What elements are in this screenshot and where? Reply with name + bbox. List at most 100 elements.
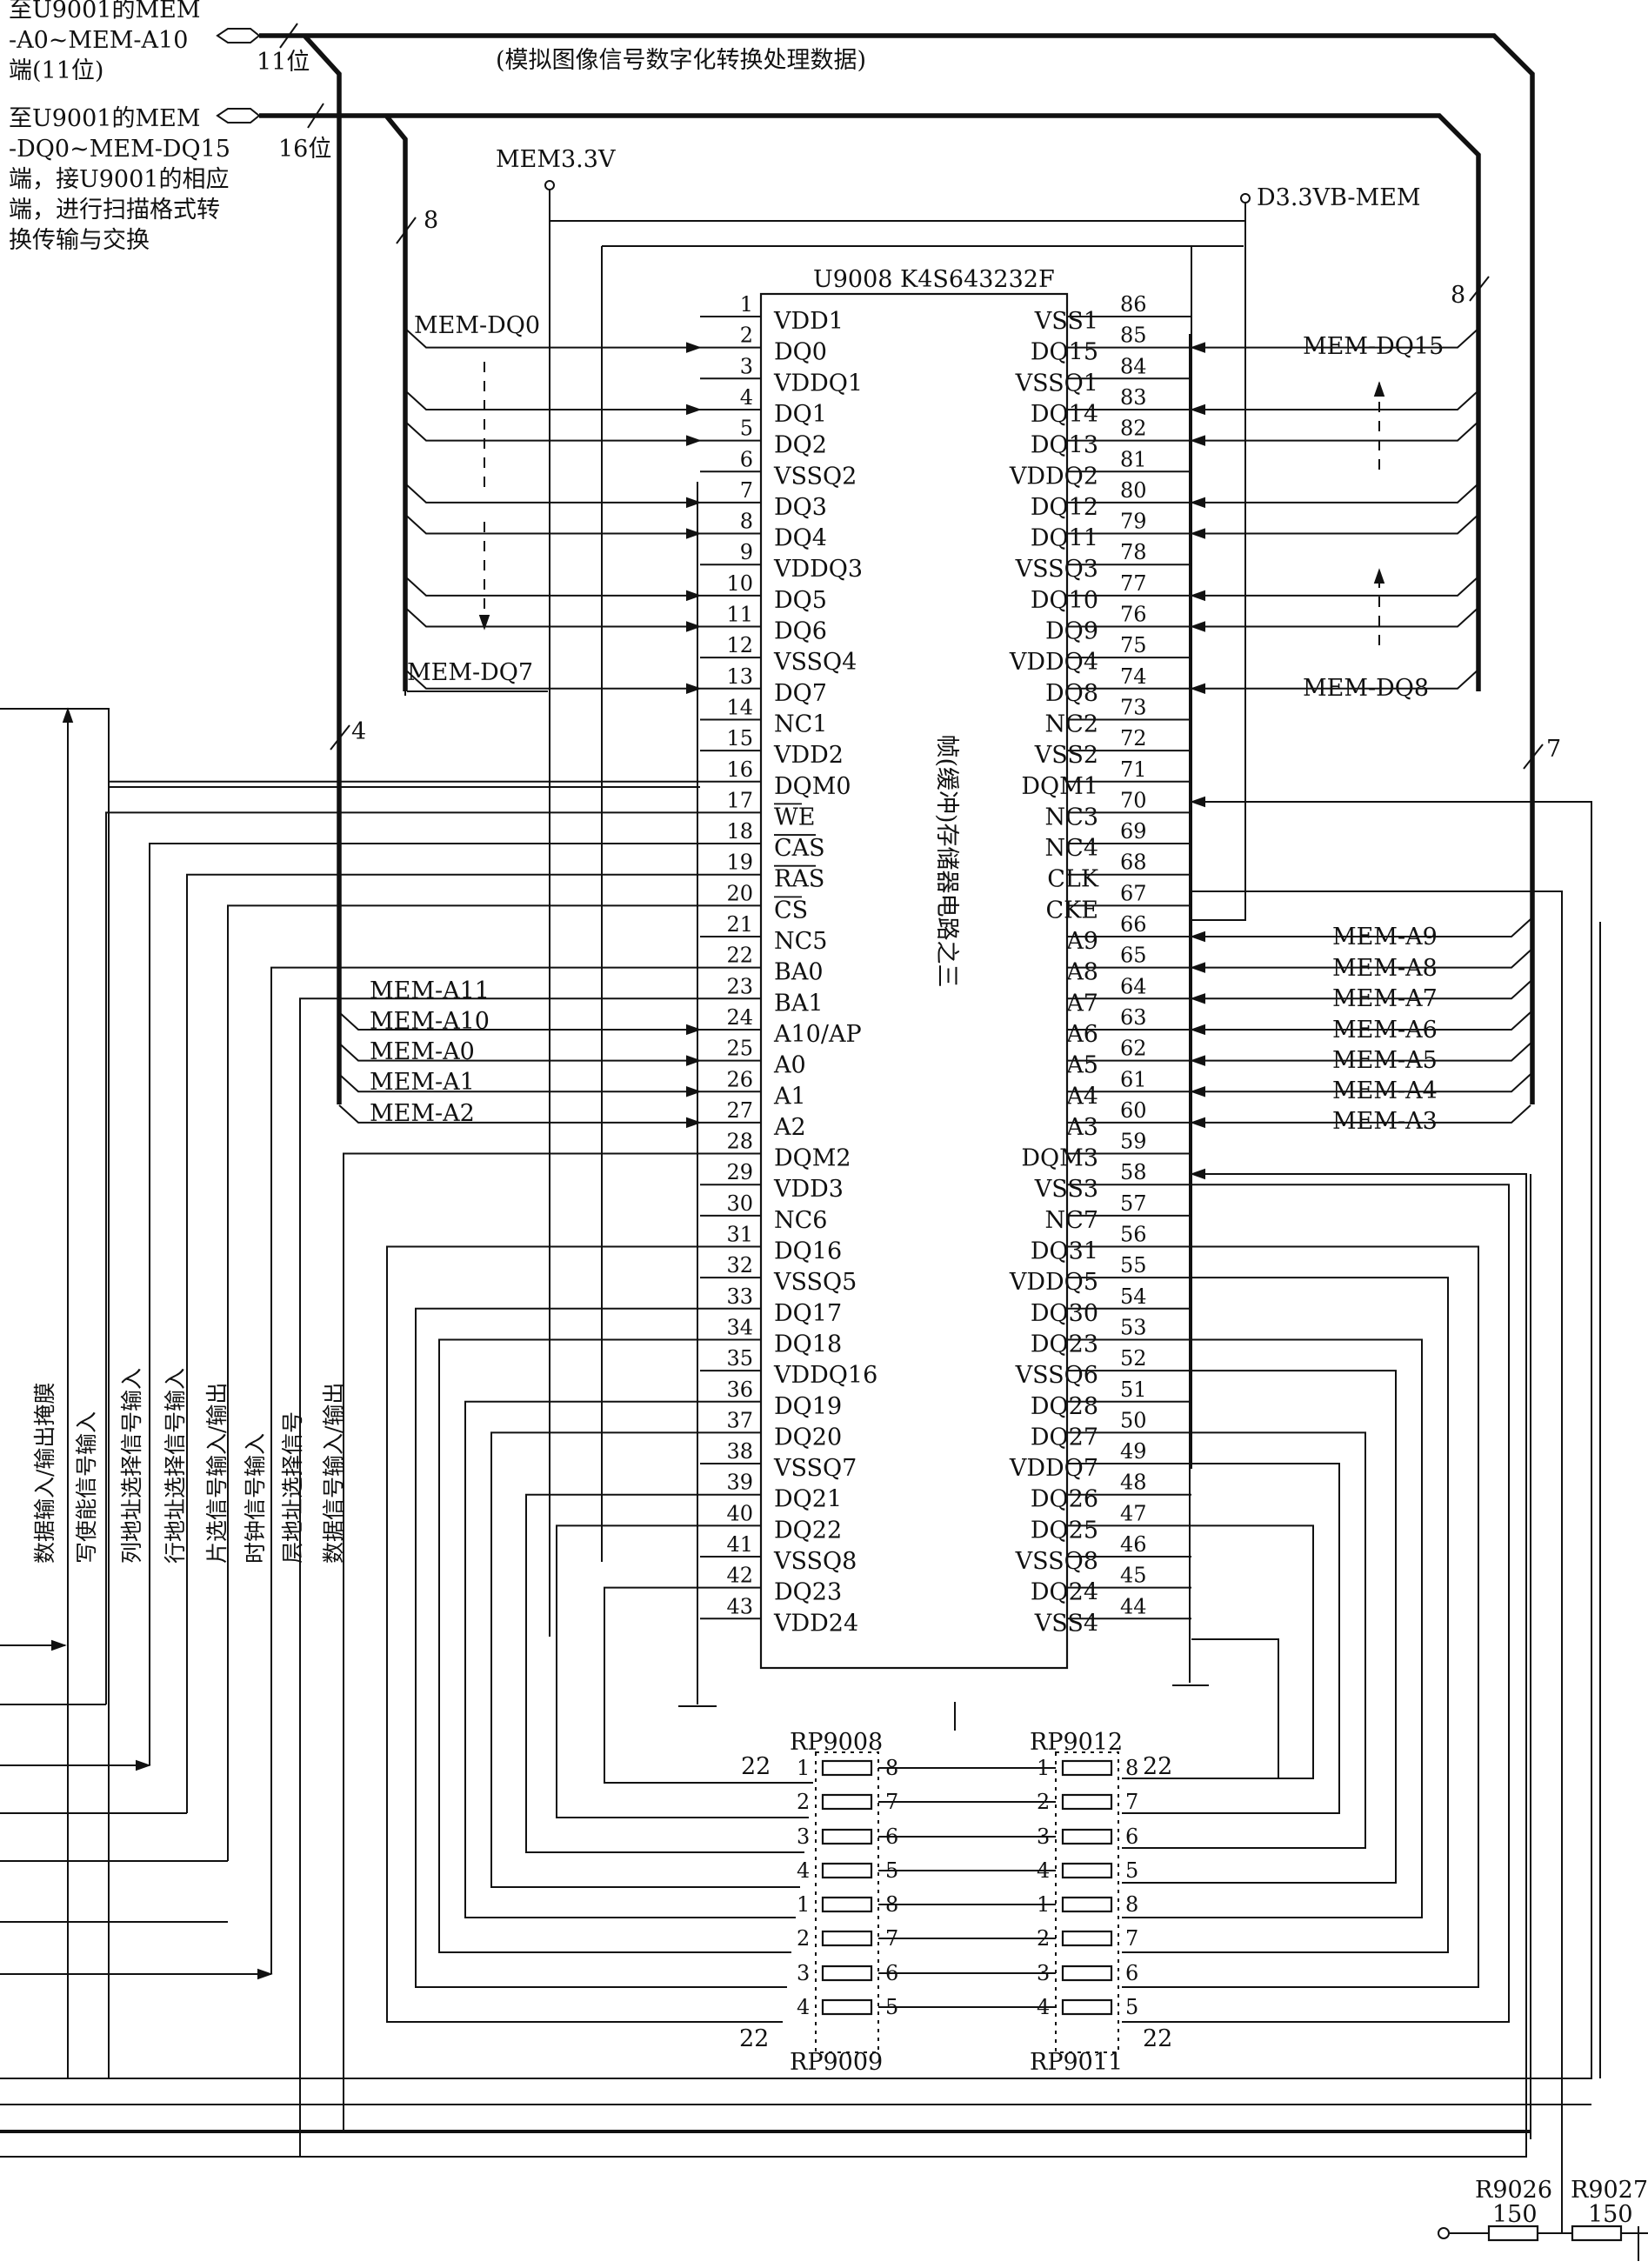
pin-number-41: 41 <box>726 1532 753 1557</box>
rp-right-resistor-2 <box>1061 1828 1113 1845</box>
dqm1-return-line <box>0 796 1592 2079</box>
pin-number-38: 38 <box>726 1439 753 1464</box>
pin-name-dq11: DQ11 <box>1031 525 1098 552</box>
rp-right-pin-r-0: 8 <box>1125 1756 1138 1780</box>
signal-ras-title: 行地址选择信号输入 <box>163 1368 188 1564</box>
pin-number-7: 7 <box>740 478 753 503</box>
route-left-33 <box>438 1338 791 1953</box>
pin-name-vssq2: VSSQ2 <box>773 463 857 490</box>
pin-name-dq20: DQ20 <box>774 1424 842 1451</box>
pin-number-86: 86 <box>1120 292 1147 317</box>
bus-count-7: 7 <box>1546 736 1561 763</box>
pin-number-30: 30 <box>726 1191 753 1216</box>
rp-right-resistor-0 <box>1061 1759 1113 1777</box>
pin-number-77: 77 <box>1120 571 1147 596</box>
mem-dq0-label: MEM-DQ0 <box>414 312 540 339</box>
left-dq-line-6 <box>406 484 702 509</box>
pin-name-a1: A1 <box>773 1083 806 1110</box>
route-right-44 <box>1122 1638 1279 1779</box>
pin-name-vssq3: VSSQ3 <box>1015 556 1098 583</box>
pin-name-dq26: DQ26 <box>1031 1486 1098 1513</box>
r9027-value: 150 <box>1588 2201 1633 2228</box>
pin-name-vss1: VSS1 <box>1034 308 1098 335</box>
signal-column-titles: 数据输入/输出掩膜 写使能信号输入 列地址选择信号输入 行地址选择信号输入 片选… <box>32 1368 346 1564</box>
rp-left-resistor-5 <box>821 1930 873 1947</box>
rp9008-label: RP9008 <box>790 1729 883 1756</box>
mem-dq7-label: MEM-DQ7 <box>407 659 533 686</box>
mem-a10-label: MEM-A10 <box>370 1008 490 1035</box>
rp-right-pin-r-4: 8 <box>1125 1892 1138 1917</box>
route-left-39 <box>556 1524 809 1818</box>
pin-number-85: 85 <box>1120 324 1147 348</box>
mem-supply-label: MEM3.3V <box>496 146 616 173</box>
rp-right-resistor-6 <box>1061 1964 1113 1982</box>
r9026-value: 150 <box>1492 2201 1538 2228</box>
pin-number-32: 32 <box>726 1253 753 1277</box>
pin-number-18: 18 <box>726 819 753 844</box>
rp-left-pin-l-3: 4 <box>797 1858 810 1883</box>
pin-number-84: 84 <box>1120 354 1147 378</box>
pin-name-dqm0: DQM0 <box>774 773 851 800</box>
pin-name-dq7: DQ7 <box>774 680 827 707</box>
pin-number-39: 39 <box>726 1471 753 1495</box>
pin-number-25: 25 <box>726 1037 753 1061</box>
term-input-terminal <box>1438 2227 1450 2239</box>
control-lines <box>0 707 1601 2158</box>
pin-number-10: 10 <box>726 571 753 596</box>
pin-name-vddq2: VDDQ2 <box>1009 463 1098 490</box>
pin-number-33: 33 <box>726 1284 753 1309</box>
right-addr-line-25 <box>1190 1073 1531 1097</box>
pin-number-75: 75 <box>1120 633 1147 657</box>
mem-a11-label: MEM-A11 <box>370 977 490 1004</box>
pin-number-57: 57 <box>1120 1191 1147 1216</box>
addr-bus-note-3: 端(11位) <box>9 57 103 84</box>
pin-name-vddq16: VDDQ16 <box>773 1362 877 1389</box>
pin-name-dq6: DQ6 <box>774 618 827 645</box>
pin-name-we: WE <box>774 804 815 830</box>
pin-number-9: 9 <box>740 540 753 564</box>
signal-cas-title: 列地址选择信号输入 <box>119 1368 144 1564</box>
rp-left-resistor-3 <box>821 1862 873 1879</box>
right-addr-line-22 <box>1190 980 1531 1004</box>
pin-name-cs: CS <box>774 897 808 924</box>
route-left-41 <box>604 1586 813 1784</box>
addr-bus-note-1: 至U9001的MEM <box>9 0 200 23</box>
pin-name-dq4: DQ4 <box>774 525 827 552</box>
pin-name-dq14: DQ14 <box>1031 401 1098 428</box>
pin-name-dq31: DQ31 <box>1031 1238 1098 1265</box>
rp-right-pin-r-5: 7 <box>1125 1926 1138 1951</box>
addr-bus-width: 11位 <box>257 49 310 76</box>
rp-left-resistor-6 <box>821 1964 873 1982</box>
left-dq-line-7 <box>406 515 702 539</box>
right-addr-line-26 <box>1190 1104 1531 1129</box>
pin-number-56: 56 <box>1120 1223 1147 1247</box>
left-addr-line-23 <box>338 1011 702 1036</box>
pin-number-78: 78 <box>1120 540 1147 564</box>
rp-left-resistor-2 <box>821 1828 873 1845</box>
pin-number-62: 62 <box>1120 1037 1147 1061</box>
clk-term-line <box>1191 891 1563 2233</box>
dqm3-return-line <box>0 1174 1531 2133</box>
bus-slash-8b <box>1469 276 1490 302</box>
pin-number-1: 1 <box>740 292 753 317</box>
rp-right-pin-r-3: 5 <box>1125 1858 1138 1883</box>
pin-number-68: 68 <box>1120 850 1147 875</box>
